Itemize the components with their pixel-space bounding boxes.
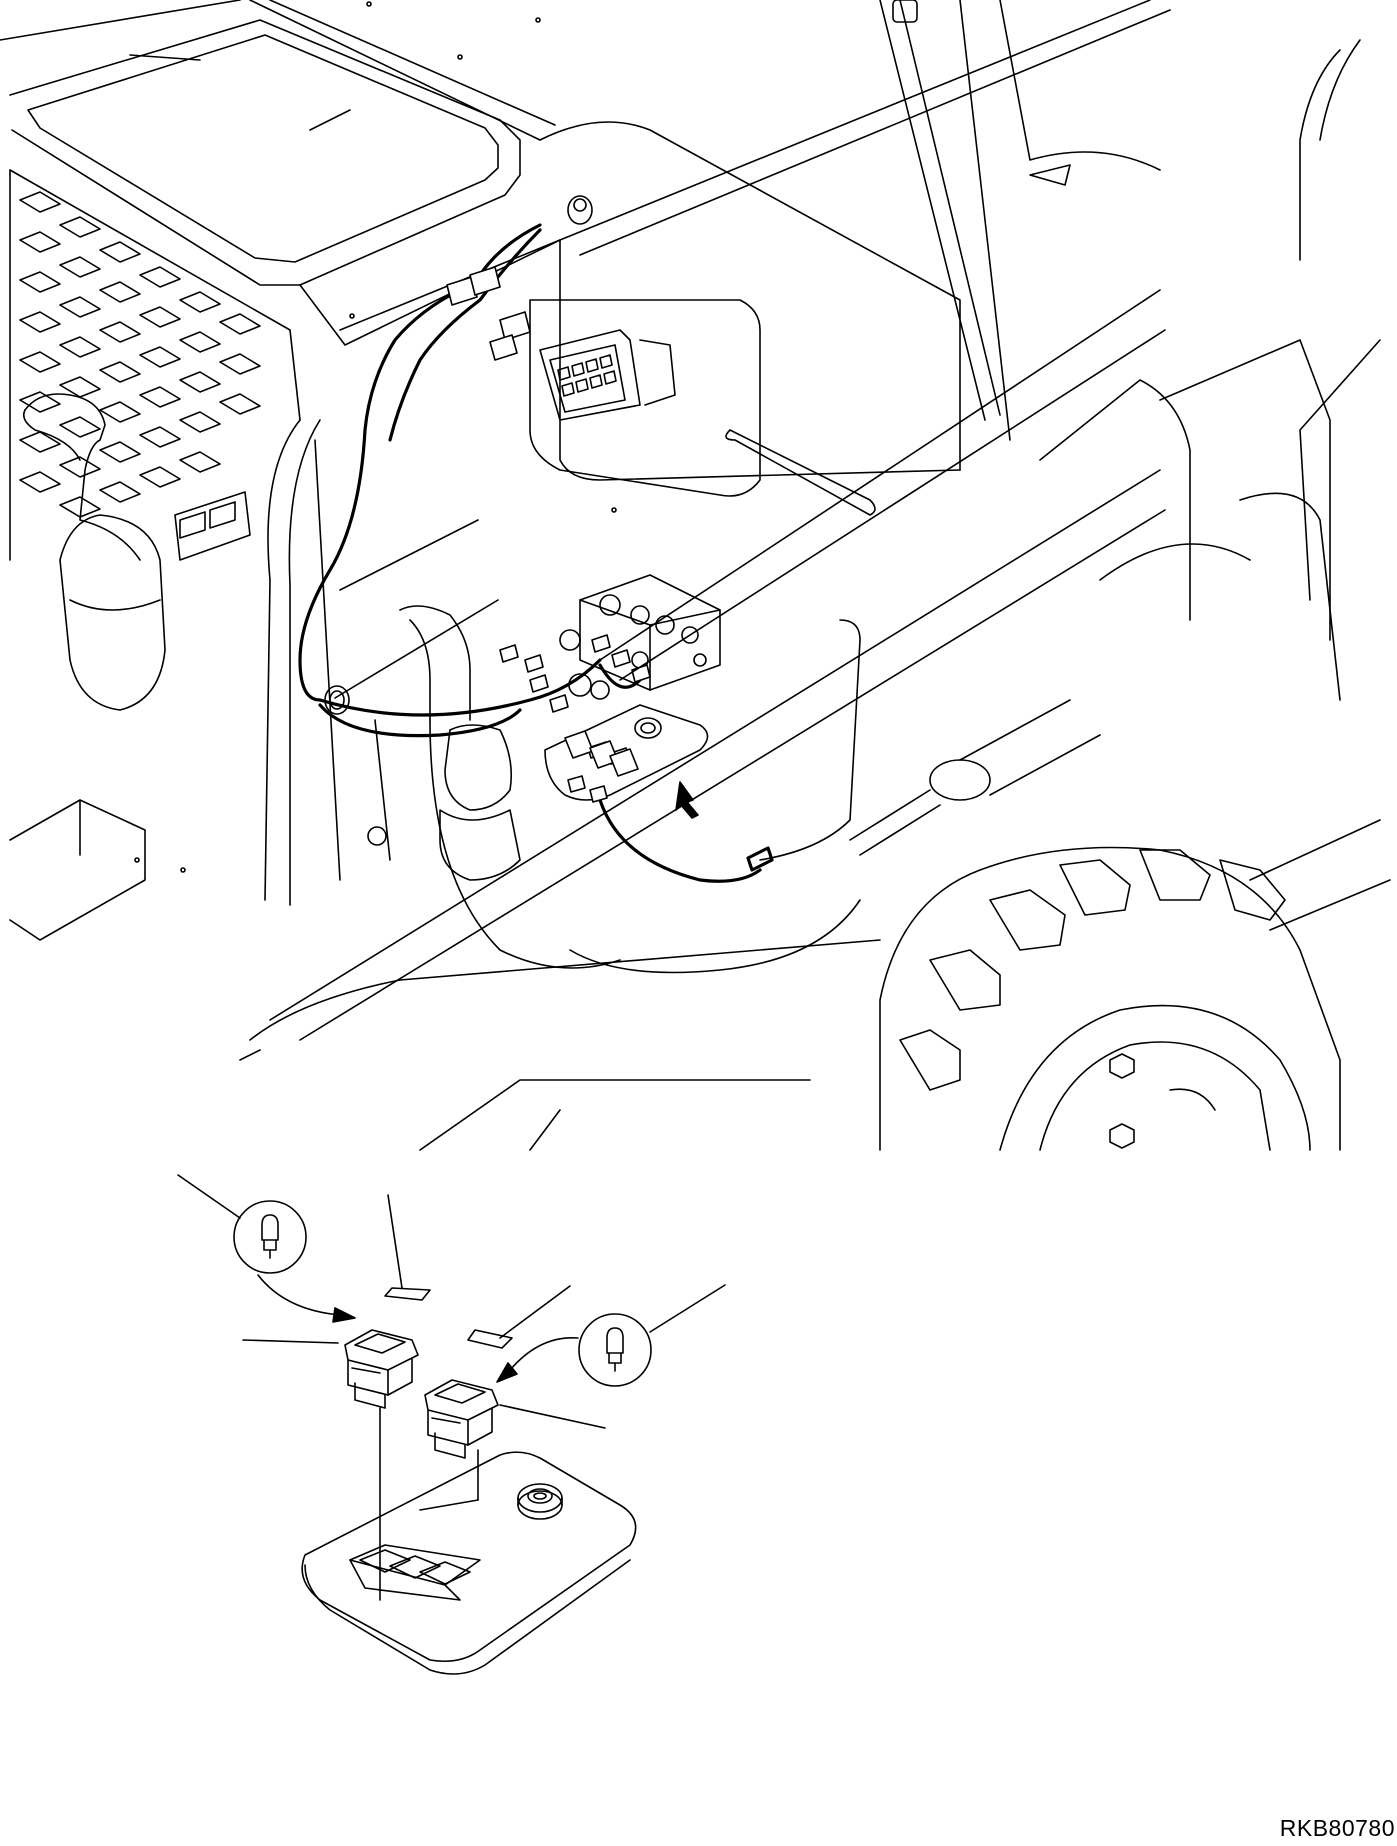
label-plates [384, 1194, 571, 1349]
machine-overview [0, 0, 1391, 1151]
right-joystick [399, 605, 621, 969]
exploded-switch-detail [177, 1174, 726, 1675]
lift-arm [269, 289, 1166, 1041]
rocker-switch-left [242, 1329, 419, 1601]
switch-plate [301, 1451, 637, 1675]
fasteners [134, 0, 918, 873]
front-tire [879, 819, 1391, 1151]
armrest-switch-panel [544, 704, 709, 819]
leader-lines-upper [334, 519, 499, 699]
figure-code: RKB80780 [1279, 1815, 1395, 1841]
rocker-switch-right [419, 1379, 606, 1511]
cab-frame [249, 0, 1171, 906]
side-console [529, 299, 876, 516]
wire-harness [298, 223, 774, 883]
rear-grille [9, 169, 301, 561]
lamp-bulb-right [496, 1284, 726, 1387]
lamp-bulb-left [177, 1174, 356, 1323]
solenoid-valve-block [499, 574, 721, 713]
left-joystick [22, 393, 251, 711]
cab-right [999, 0, 1381, 701]
side-panel [9, 619, 881, 1151]
